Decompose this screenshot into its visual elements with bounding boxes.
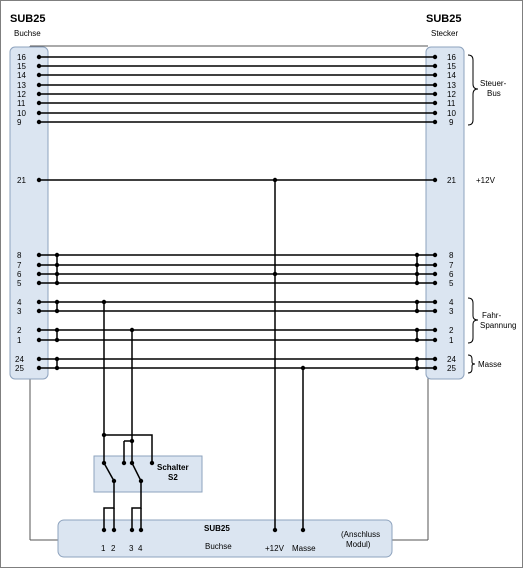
pin-label-right-1: 1 [449,336,454,345]
pin-label-left-4: 4 [17,298,22,307]
steuer-bus-label-line-1: Steuer- [480,79,507,88]
pin-label-right-5: 5 [449,279,454,288]
fahrspannung-dots [36,299,438,343]
steuer-bus-dots [36,54,438,125]
pin-label-right-25: 25 [447,364,456,373]
pin-label-left-5: 5 [17,279,22,288]
pin-label-left-3: 3 [17,307,22,316]
bottom-plus12v-label: +12V [265,544,285,553]
dots-8-5 [36,252,438,286]
pin-label-left-15: 15 [17,62,26,71]
pin-label-right-3: 3 [449,307,454,316]
pin-label-right-21: 21 [447,176,456,185]
fahrspannung-brace [467,297,479,344]
bottom-masse-label: Masse [292,544,316,553]
pin-label-left-7: 7 [17,261,22,270]
pin-label-right-6: 6 [449,270,454,279]
plus12v-group-label: +12V [476,176,496,185]
left-connector-box [9,46,49,380]
pin-label-right-15: 15 [447,62,456,71]
pin-label-left-11: 11 [17,99,26,108]
pin-label-right-13: 13 [447,81,456,90]
bottom-note-line-2: Modul) [346,540,371,549]
pin-label-left-2: 2 [17,326,22,335]
pin-label-left-10: 10 [17,109,26,118]
bottom-pin-label-4: 4 [138,544,143,553]
steuer-bus-wires [39,56,435,123]
pin-label-right-2: 2 [449,326,454,335]
masse-dots [36,356,438,533]
masse-group-label: Masse [478,360,502,369]
masse-brace [467,354,476,374]
switch-dots [101,432,155,533]
pin-label-left-9: 9 [17,118,22,127]
fahrspannung-wires [39,301,435,341]
pin-label-left-13: 13 [17,81,26,90]
pin-label-right-12: 12 [447,90,456,99]
bottom-pin-label-2: 2 [111,544,116,553]
pin-label-right-14: 14 [447,71,456,80]
pin-label-left-14: 14 [17,71,26,80]
pin-label-left-16: 16 [17,53,26,62]
bottom-connector-title: SUB25 [204,524,230,533]
pin-label-left-24: 24 [15,355,24,364]
masse-wires [39,358,435,530]
switch-name: S2 [168,473,178,482]
steuer-bus-brace [467,54,479,126]
bottom-connector-subtitle: Buchse [205,542,232,551]
pin-label-left-21: 21 [17,176,26,185]
pin-label-left-25: 25 [15,364,24,373]
left-connector-subtitle: Buchse [14,29,41,38]
switch-title: Schalter [157,463,189,472]
pin-label-left-12: 12 [17,90,26,99]
pin-label-right-11: 11 [447,99,456,108]
bottom-pin-label-1: 1 [101,544,106,553]
pin-21-dots [36,177,438,533]
pin-label-right-9: 9 [449,118,454,127]
pin-label-left-8: 8 [17,251,22,260]
pin-label-right-7: 7 [449,261,454,270]
steuer-bus-label-line-2: Bus [487,89,501,98]
left-connector-title: SUB25 [10,13,45,25]
pin-label-right-8: 8 [449,251,454,260]
right-connector-box [425,46,465,380]
right-connector-subtitle: Stecker [431,29,458,38]
pin-label-left-1: 1 [17,336,22,345]
fahrspannung-label-line-2: Spannung [480,321,516,330]
wires-8-5 [39,254,435,284]
pin-label-right-4: 4 [449,298,454,307]
pin-label-right-10: 10 [447,109,456,118]
fahrspannung-label-line-1: Fahr- [482,311,501,320]
right-connector-title: SUB25 [426,13,461,25]
switch-wiring [103,302,153,530]
pin-label-left-6: 6 [17,270,22,279]
pin-label-right-24: 24 [447,355,456,364]
pin-label-right-16: 16 [447,53,456,62]
switch-box [93,455,203,493]
bottom-note-line-1: (Anschluss [341,530,380,539]
bottom-pin-label-3: 3 [129,544,134,553]
